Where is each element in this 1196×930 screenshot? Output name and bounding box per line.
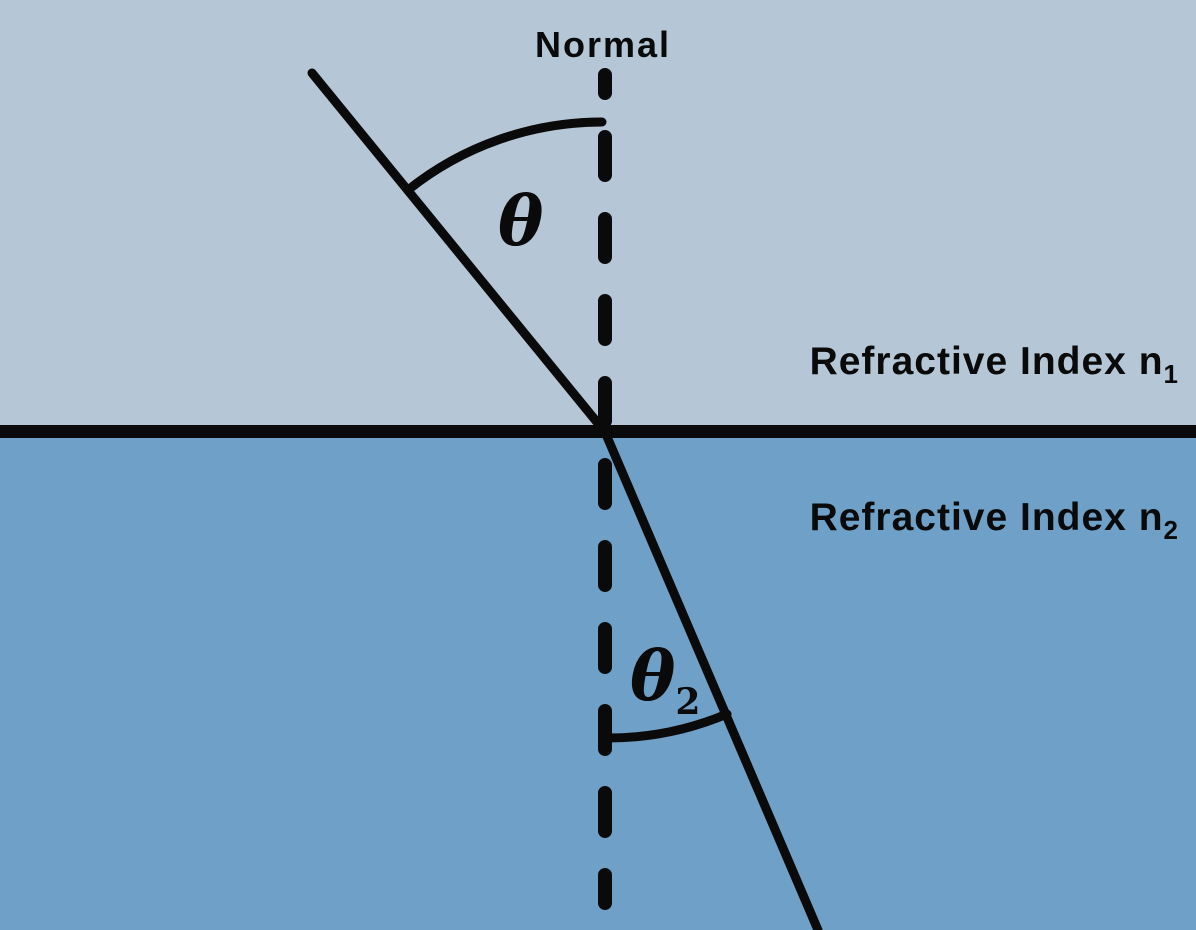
medium-2-label-subscript: 2 [1164, 515, 1178, 545]
refraction-angle-arc [601, 709, 732, 743]
incidence-angle-arc [403, 117, 607, 195]
refraction-angle-symbol: θ2 [630, 637, 700, 723]
normal-label: Normal [535, 24, 671, 65]
medium-1-label: Refractive Index n1 [810, 340, 1178, 389]
medium-2-label-text: Refractive Index n [810, 496, 1164, 539]
refraction-angle-subscript: 2 [675, 681, 700, 723]
incident-ray [307, 68, 610, 437]
incidence-angle-symbol: θ [498, 182, 544, 262]
refraction-angle-theta: θ [630, 637, 676, 717]
medium-2-region [0, 432, 1196, 930]
refracted-ray [600, 427, 823, 930]
medium-1-label-text: Refractive Index n [810, 340, 1164, 383]
medium-1-region [0, 0, 1196, 432]
medium-2-label: Refractive Index n2 [810, 496, 1178, 545]
medium-1-label-subscript: 1 [1164, 359, 1178, 389]
